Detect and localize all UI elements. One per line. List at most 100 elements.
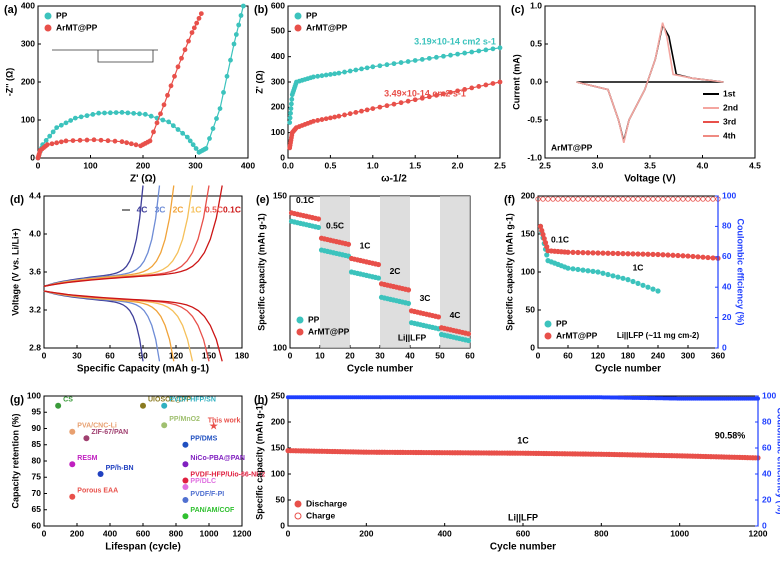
data-point xyxy=(585,268,591,274)
panel-label: (a) xyxy=(4,4,18,16)
coulombic-point xyxy=(595,196,601,202)
data-point xyxy=(615,250,621,257)
data-point xyxy=(600,250,606,256)
x-tick-label: 600 xyxy=(516,528,530,538)
data-point xyxy=(433,54,439,60)
coulombic-point xyxy=(675,196,681,202)
data-point xyxy=(96,110,102,116)
legend-armt-marker xyxy=(544,332,552,340)
y-tick-label: 200 xyxy=(271,102,285,112)
legend-armt-label: ArMT@PP xyxy=(306,22,348,32)
series-line xyxy=(576,22,724,143)
data-point xyxy=(635,251,641,257)
x-tick-label: 300 xyxy=(188,160,202,170)
data-point xyxy=(47,133,53,139)
data-point xyxy=(345,241,352,247)
data-point xyxy=(590,250,596,256)
y-tick-label: 80 xyxy=(32,455,42,465)
x-tick-label: 30 xyxy=(72,350,82,360)
data-point xyxy=(182,47,188,53)
y-tick-label: 300 xyxy=(21,38,35,48)
y-tick-label: 90 xyxy=(32,423,42,433)
data-point xyxy=(78,114,84,120)
data-point xyxy=(50,129,56,135)
legend-label: 1C xyxy=(191,204,202,214)
annotation-armt: 3.49×10-14 cm2 s-1 xyxy=(384,88,466,98)
y-axis-label: Capacity retention (%) xyxy=(10,413,20,508)
data-point xyxy=(102,110,107,116)
data-point xyxy=(364,107,370,113)
data-point xyxy=(319,73,325,79)
data-point xyxy=(217,106,223,111)
x-tick-label: 1200 xyxy=(749,528,768,538)
point-label: RESM xyxy=(77,455,97,462)
data-point xyxy=(332,114,338,120)
y2-tick-label: 80 xyxy=(722,221,732,231)
data-point xyxy=(435,314,442,320)
legend-pp-label: PP xyxy=(556,318,568,328)
data-point xyxy=(179,55,184,61)
y-tick-label: 100 xyxy=(521,266,535,276)
legend-label: 4th xyxy=(723,130,736,140)
coulombic-point xyxy=(605,196,611,202)
data-point xyxy=(483,47,489,53)
data-point xyxy=(119,139,125,145)
data-point xyxy=(128,141,134,147)
data-point xyxy=(620,275,626,281)
data-point xyxy=(635,280,641,286)
point-label: PP/h-BN xyxy=(106,465,134,472)
legend-pp-marker xyxy=(294,12,302,20)
y-axis-label: Specific capacity (mAh g-1) xyxy=(504,213,514,331)
annotation-rate: 0.1C xyxy=(551,234,569,244)
data-point xyxy=(384,62,390,68)
data-point xyxy=(161,422,168,429)
data-point xyxy=(455,88,461,94)
y-tick-label: 200 xyxy=(521,190,535,200)
x-tick-label: 90 xyxy=(138,350,148,360)
data-point xyxy=(448,52,453,58)
coulombic-point xyxy=(655,196,661,202)
data-point xyxy=(645,251,651,257)
data-point xyxy=(630,251,636,257)
x-tick-label: 240 xyxy=(651,350,665,360)
data-point xyxy=(137,111,142,117)
legend-armt-marker xyxy=(294,24,302,32)
data-point xyxy=(203,146,209,151)
point-label: PVDF-HFP/Uio-66-NH2 xyxy=(190,471,265,478)
coulombic-point xyxy=(550,196,556,202)
x-tick-label: 40 xyxy=(405,350,415,360)
data-point xyxy=(610,273,616,279)
data-point xyxy=(140,402,146,409)
data-point xyxy=(462,50,468,56)
y-tick-label: 150 xyxy=(271,442,285,452)
rate-band xyxy=(440,196,470,348)
y2-tick-label: 60 xyxy=(722,251,732,261)
circuit-inset xyxy=(52,49,158,63)
x-tick-label: 60 xyxy=(465,350,475,360)
data-point xyxy=(570,249,576,255)
y2-tick-label: 20 xyxy=(722,312,732,322)
x-tick-label: 200 xyxy=(359,528,373,538)
legend-label: 1st xyxy=(723,88,735,98)
data-point xyxy=(377,104,383,110)
y-tick-label: 2.8 xyxy=(29,342,41,352)
x-tick-label: 50 xyxy=(435,350,445,360)
y-tick-label: 95 xyxy=(32,407,42,417)
data-point xyxy=(610,250,616,256)
coulombic-point xyxy=(650,196,656,202)
data-point xyxy=(58,122,64,128)
data-point xyxy=(287,120,293,125)
data-point xyxy=(645,284,651,290)
data-point xyxy=(565,265,571,271)
y-tick-label: 150 xyxy=(273,190,287,200)
y-tick-label: 70 xyxy=(32,488,42,498)
coulombic-point xyxy=(580,196,586,202)
y-tick-label: 200 xyxy=(271,416,285,426)
data-point xyxy=(332,71,338,77)
point-label: CS xyxy=(63,397,73,404)
data-point xyxy=(490,46,496,52)
coulombic-point xyxy=(680,196,686,202)
data-point xyxy=(133,142,139,148)
data-point xyxy=(570,266,576,272)
